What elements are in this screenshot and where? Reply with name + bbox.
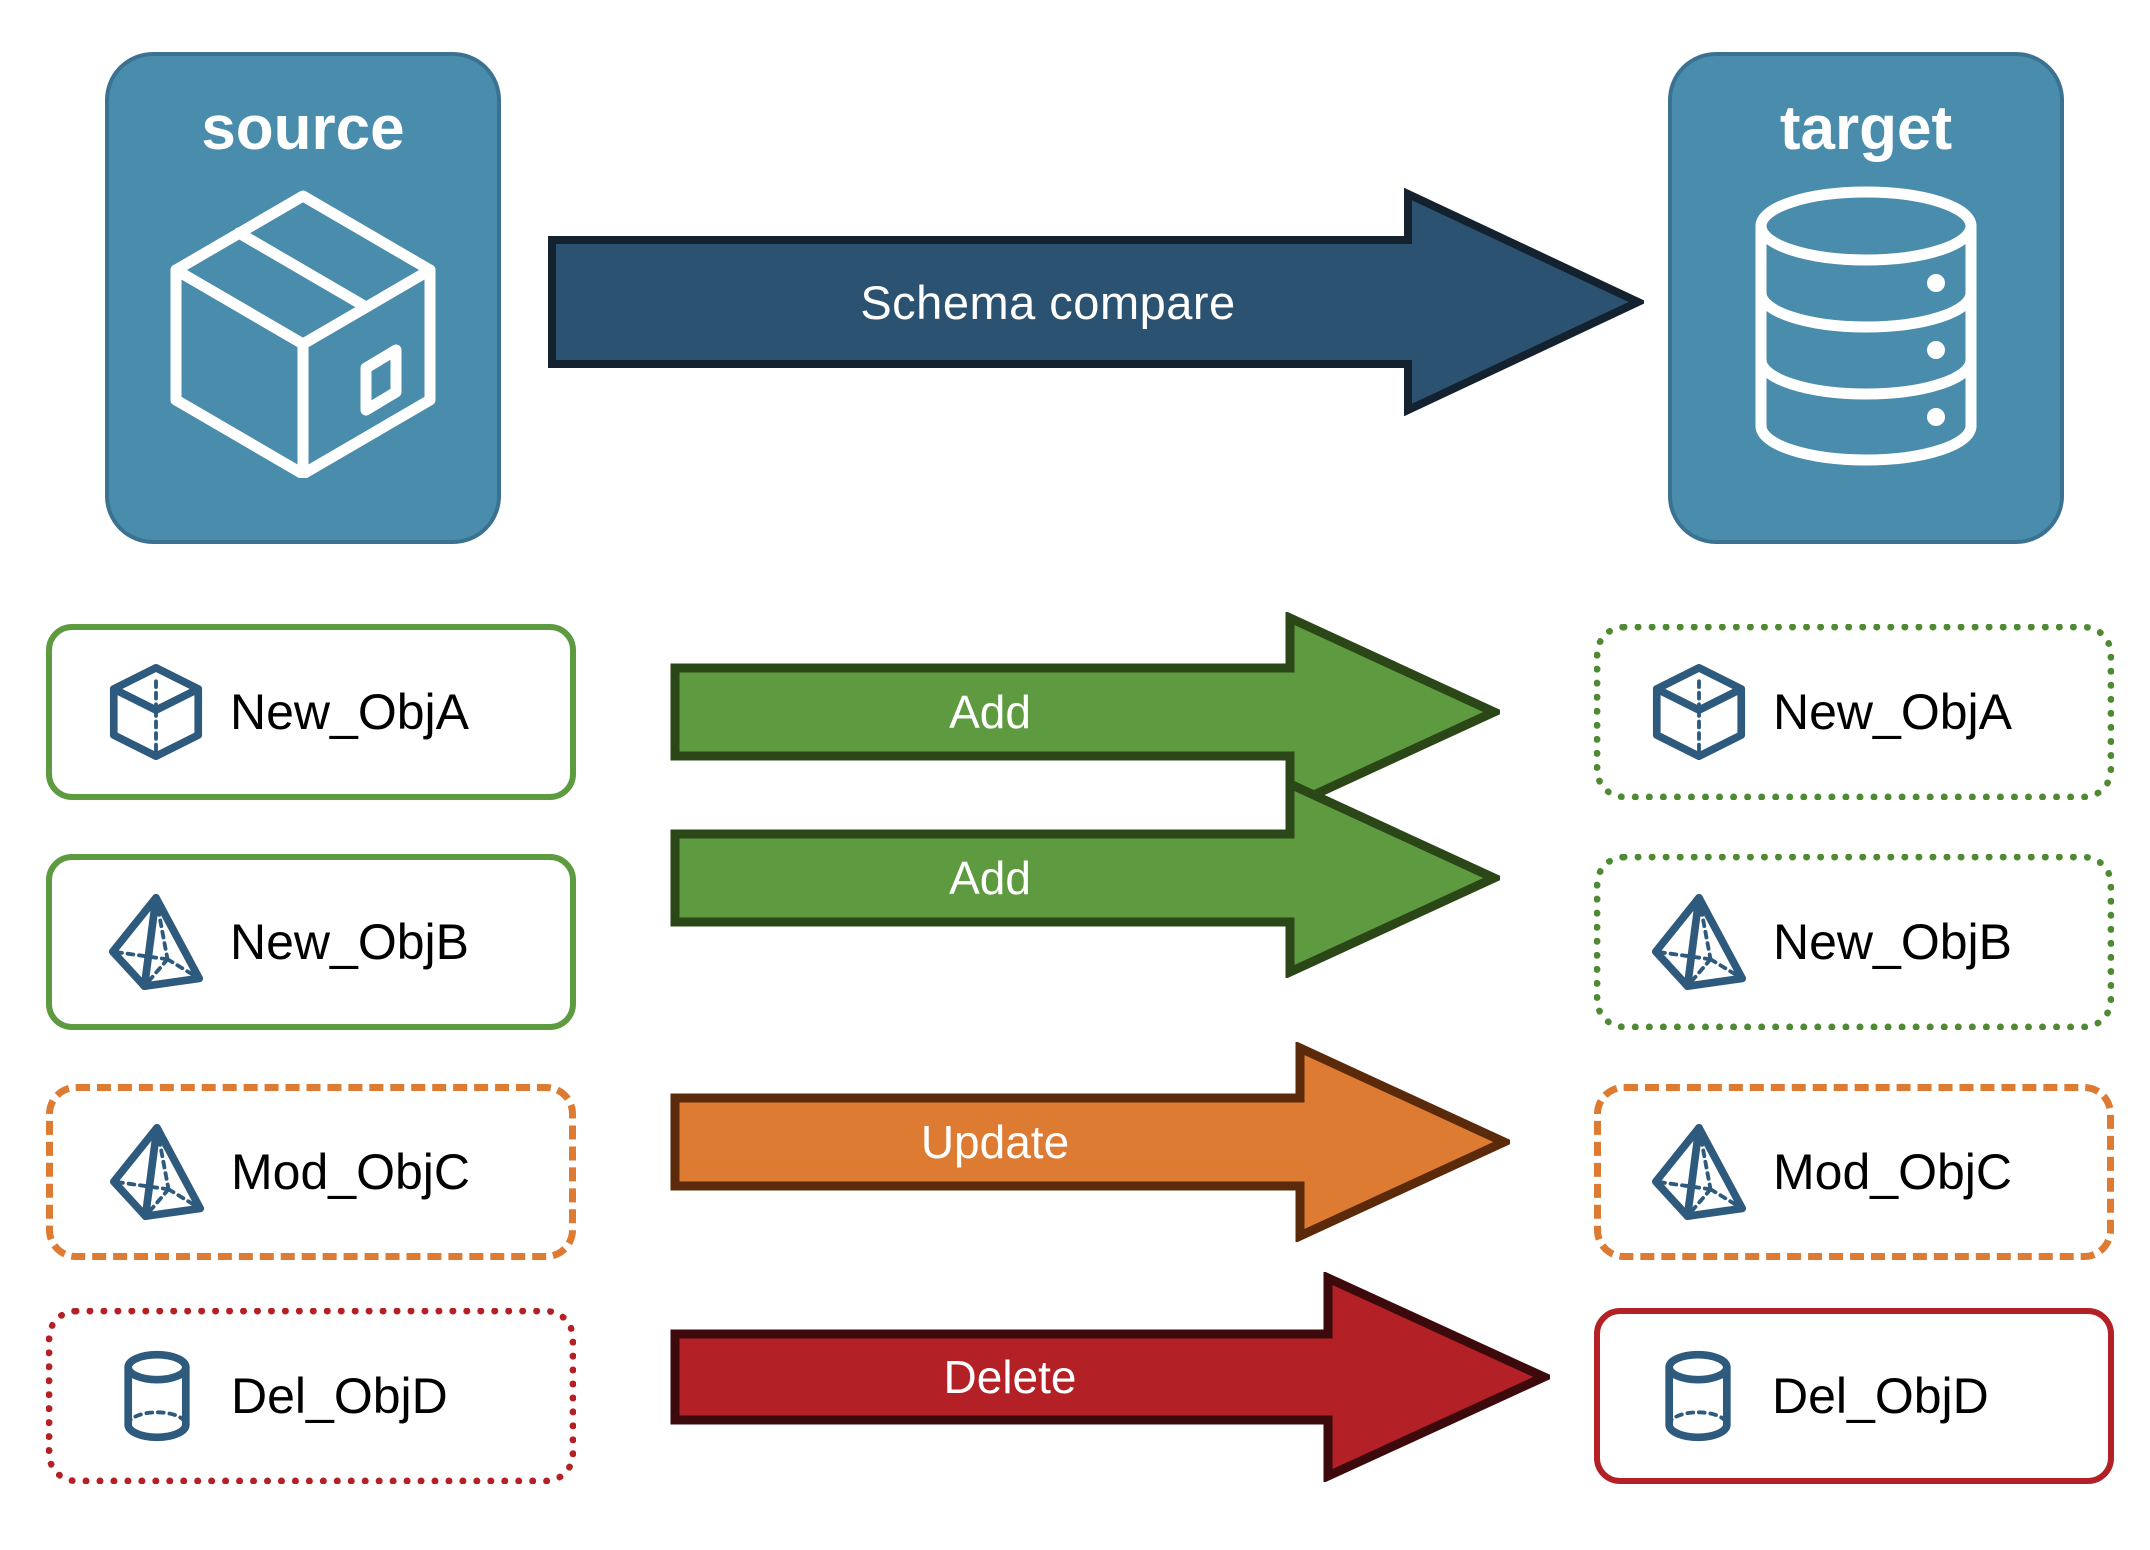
target-title: target xyxy=(1779,94,1953,163)
source-object-card-row3: Mod_ObjC xyxy=(46,1084,576,1260)
source-object-label-row1: New_ObjA xyxy=(230,684,469,740)
target-endpoint-card: target xyxy=(1668,52,2064,544)
source-object-label-row2: New_ObjB xyxy=(230,914,469,970)
add-arrow-row2 xyxy=(670,778,1500,978)
delete-arrow-row4 xyxy=(670,1272,1550,1482)
package-box-icon xyxy=(170,190,436,478)
target-object-label-row1: New_ObjA xyxy=(1773,684,2012,740)
source-endpoint-card: source xyxy=(105,52,501,544)
source-object-card-row2: New_ObjB xyxy=(46,854,576,1030)
source-object-label-row4: Del_ObjD xyxy=(231,1368,448,1424)
wireframe-pyramid-icon xyxy=(108,894,204,991)
target-object-label-row3: Mod_ObjC xyxy=(1773,1144,2012,1200)
database-cylinder-icon xyxy=(1755,186,1977,466)
source-object-card-row1: New_ObjA xyxy=(46,624,576,800)
wireframe-pyramid-icon xyxy=(109,1124,205,1220)
wireframe-cube-icon xyxy=(1652,664,1746,761)
target-object-card-row2: New_ObjB xyxy=(1594,854,2114,1030)
wireframe-pyramid-icon xyxy=(1651,1124,1747,1220)
target-object-card-row4: Del_ObjD xyxy=(1594,1308,2114,1484)
schema-compare-arrow xyxy=(548,188,1644,416)
target-object-card-row1: New_ObjA xyxy=(1594,624,2114,800)
wireframe-cube-icon xyxy=(109,664,203,761)
target-object-label-row4: Del_ObjD xyxy=(1772,1368,1989,1424)
source-object-label-row3: Mod_ObjC xyxy=(231,1144,470,1200)
target-object-label-row2: New_ObjB xyxy=(1773,914,2012,970)
wireframe-cylinder-icon xyxy=(1665,1350,1731,1442)
wireframe-cylinder-icon xyxy=(124,1350,190,1442)
update-arrow-row3 xyxy=(670,1042,1510,1242)
add-arrow-row1 xyxy=(670,612,1500,812)
source-title: source xyxy=(201,94,405,163)
target-object-card-row3: Mod_ObjC xyxy=(1594,1084,2114,1260)
wireframe-pyramid-icon xyxy=(1651,894,1747,991)
source-object-card-row4: Del_ObjD xyxy=(46,1308,576,1484)
